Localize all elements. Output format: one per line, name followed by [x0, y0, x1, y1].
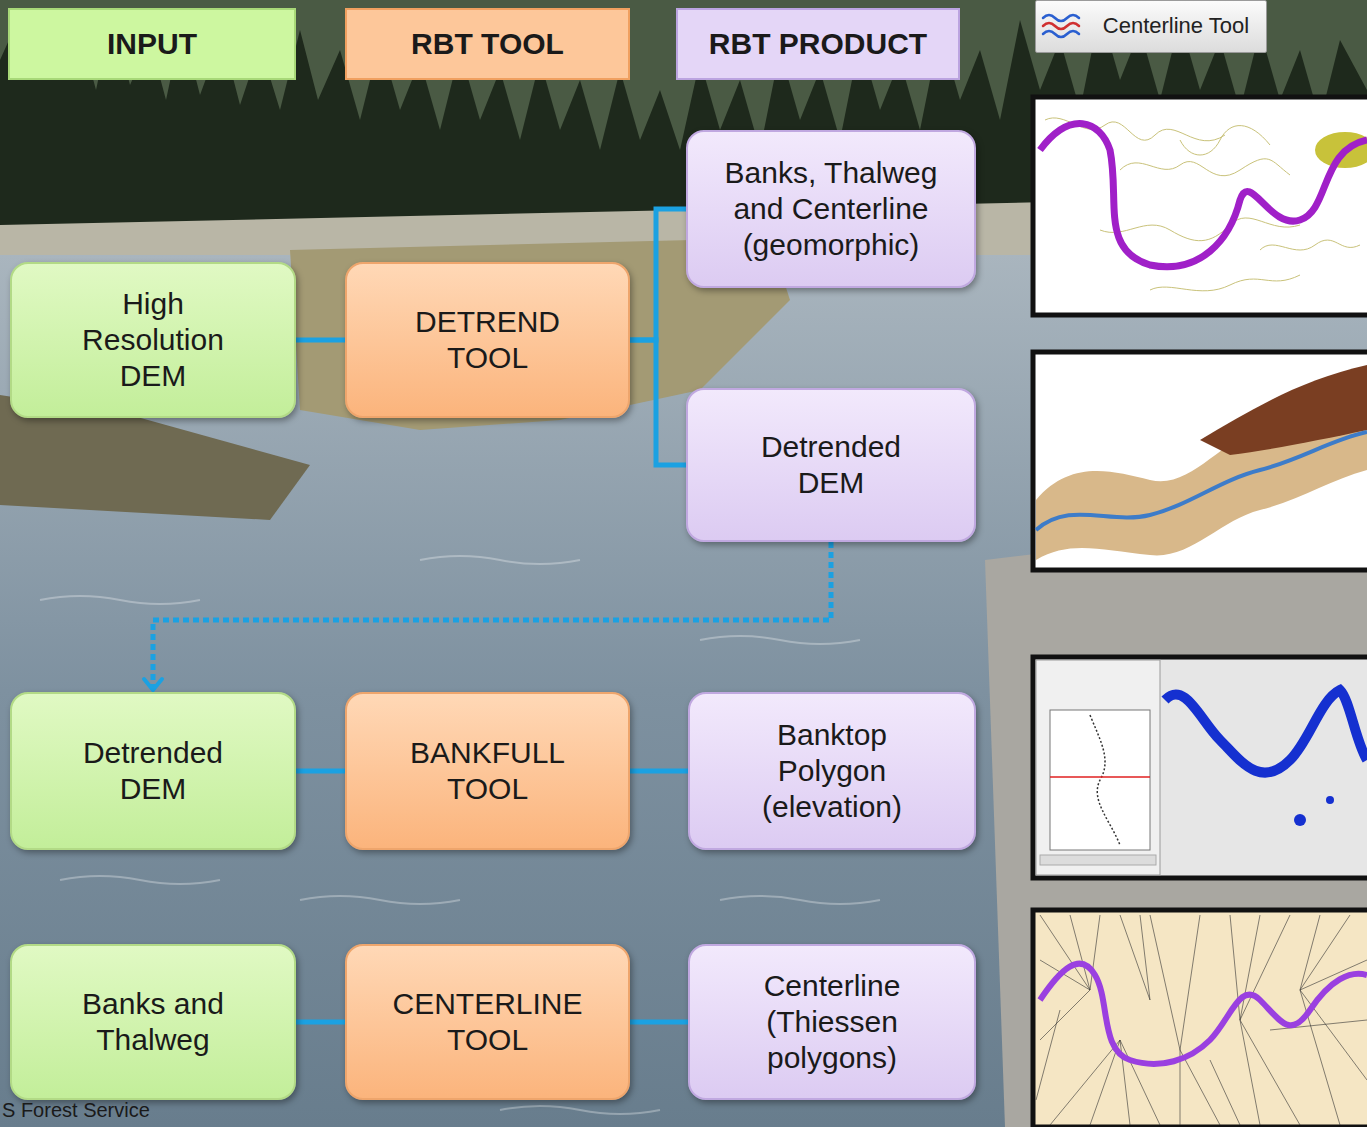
node-text: Centerline (Thiessen polygons) [732, 968, 932, 1076]
input-box: Banks and Thalweg [10, 944, 296, 1100]
detrended-thumbnail [1033, 352, 1367, 570]
thiessen-thumbnail [1033, 910, 1367, 1127]
node-text: Banks and Thalweg [53, 986, 253, 1058]
column-header: INPUT [8, 8, 296, 80]
input-box: Detrended DEM [10, 692, 296, 850]
dotted-arrow [153, 542, 831, 690]
node-text: High Resolution DEM [53, 286, 253, 394]
connector-line [296, 769, 345, 774]
credit-text: S Forest Service [2, 1099, 150, 1122]
bankfull-thumbnail [1033, 657, 1367, 878]
node-text: RBT TOOL [411, 26, 564, 62]
node-text: Banks, Thalweg and Centerline (geomorphi… [711, 155, 951, 263]
node-text: Centerline Tool [1103, 13, 1249, 39]
toolbar-button: Centerline Tool [1035, 0, 1267, 53]
node-text: RBT PRODUCT [709, 26, 927, 62]
connector-line [296, 1020, 345, 1025]
column-header: RBT PRODUCT [676, 8, 960, 80]
product-box: Centerline (Thiessen polygons) [688, 944, 976, 1100]
node-text: INPUT [107, 26, 197, 62]
tool-box: BANKFULL TOOL [345, 692, 630, 850]
product-box: Detrended DEM [686, 388, 976, 542]
node-text: Banktop Polygon (elevation) [732, 717, 932, 825]
connector-line [630, 769, 688, 774]
connector-line [296, 338, 345, 343]
node-text: CENTERLINE TOOL [388, 986, 588, 1058]
product-box: Banktop Polygon (elevation) [688, 692, 976, 850]
input-box: High Resolution DEM [10, 262, 296, 418]
tool-box: DETREND TOOL [345, 262, 630, 418]
column-header: RBT TOOL [345, 8, 630, 80]
geomorphic-thumbnail [1033, 97, 1367, 315]
node-text: BANKFULL TOOL [388, 735, 588, 807]
node-text: Detrended DEM [736, 429, 926, 501]
wave-icon [1043, 15, 1079, 37]
product-box: Banks, Thalweg and Centerline (geomorphi… [686, 130, 976, 288]
connector-line [630, 340, 686, 465]
tool-box: CENTERLINE TOOL [345, 944, 630, 1100]
connector-line [630, 209, 686, 340]
node-text: DETREND TOOL [388, 304, 588, 376]
connector-line [630, 1020, 688, 1025]
node-text: Detrended DEM [58, 735, 248, 807]
